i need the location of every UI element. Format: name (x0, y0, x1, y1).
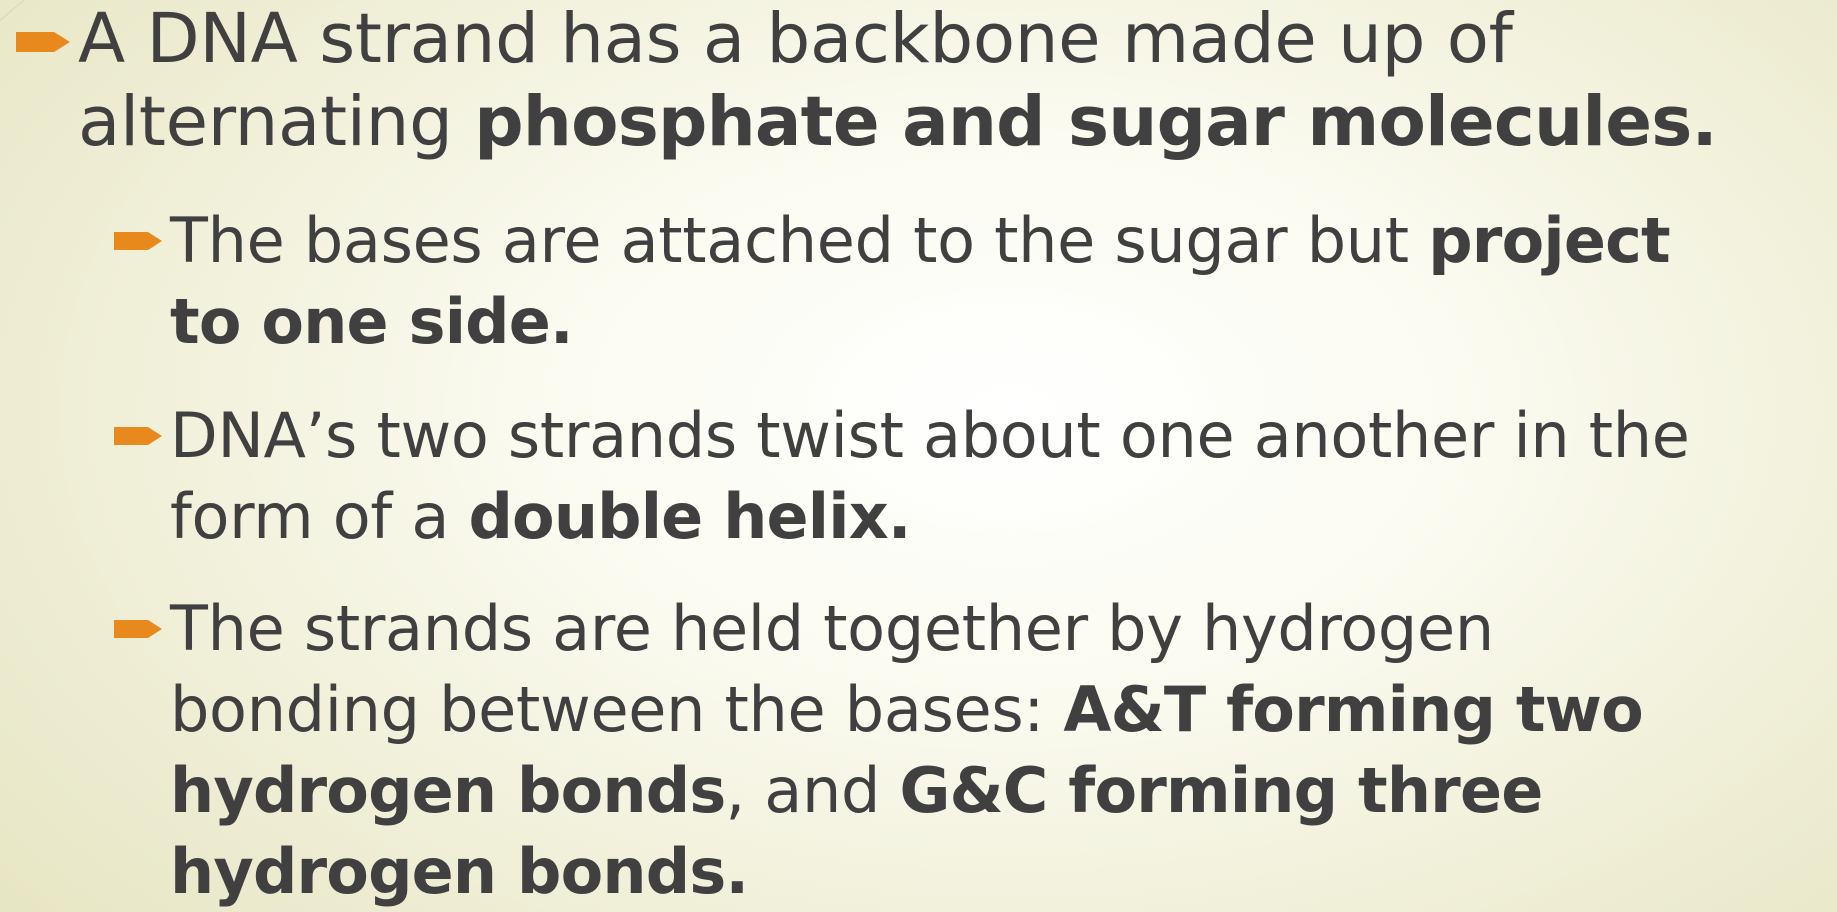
arrow-bullet-icon (14, 22, 72, 62)
arrow-bullet-icon (112, 224, 164, 258)
bullet-line-2-bold: phosphate and sugar molecules. (474, 82, 1717, 162)
sub-bullet-line-1-plain: The bases are attached to the sugar but (170, 204, 1429, 277)
sub-bullet-helix: DNA’s two strands twist about one anothe… (112, 395, 1690, 557)
sub-bullet-line-2-plain: bonding between the bases: (170, 673, 1064, 746)
sub-bullet-line-3-plain: , and (725, 754, 900, 827)
bullet-text: A DNA strand has a backbone made up of a… (78, 0, 1718, 164)
sub-bullet-line-2-bold: to one side. (170, 285, 574, 358)
sub-bullet-line-3-bold-a: hydrogen bonds (170, 754, 726, 827)
sub-bullet-hydrogen: The strands are held together by hydroge… (112, 588, 1644, 912)
sub-bullet-line-2-bold: double helix. (468, 480, 911, 553)
sub-bullet-line-2-bold: A&T forming two (1063, 673, 1643, 746)
sub-bullet-text: DNA’s two strands twist about one anothe… (170, 395, 1690, 557)
sub-bullet-line-1-plain: The strands are held together by hydroge… (170, 592, 1494, 665)
sub-bullet-line-1-bold: project (1428, 204, 1670, 277)
sub-bullet-line-3-bold-b: G&C forming three (899, 754, 1543, 827)
arrow-bullet-icon (112, 419, 164, 453)
bullet-line-1: A DNA strand has a backbone made up of (78, 0, 1513, 79)
sub-bullet-text: The strands are held together by hydroge… (170, 588, 1644, 912)
sub-bullet-line-1-plain: DNA’s two strands twist about one anothe… (170, 399, 1690, 472)
sub-bullet-line-2-plain: form of a (170, 480, 469, 553)
arrow-bullet-icon (112, 612, 164, 646)
sub-bullet-text: The bases are attached to the sugar but … (170, 200, 1671, 362)
sub-bullet-line-4-bold: hydrogen bonds. (170, 835, 749, 908)
bullet-backbone: A DNA strand has a backbone made up of a… (14, 0, 1718, 164)
bullet-line-2-plain: alternating (78, 82, 475, 162)
sub-bullet-bases: The bases are attached to the sugar but … (112, 200, 1671, 362)
